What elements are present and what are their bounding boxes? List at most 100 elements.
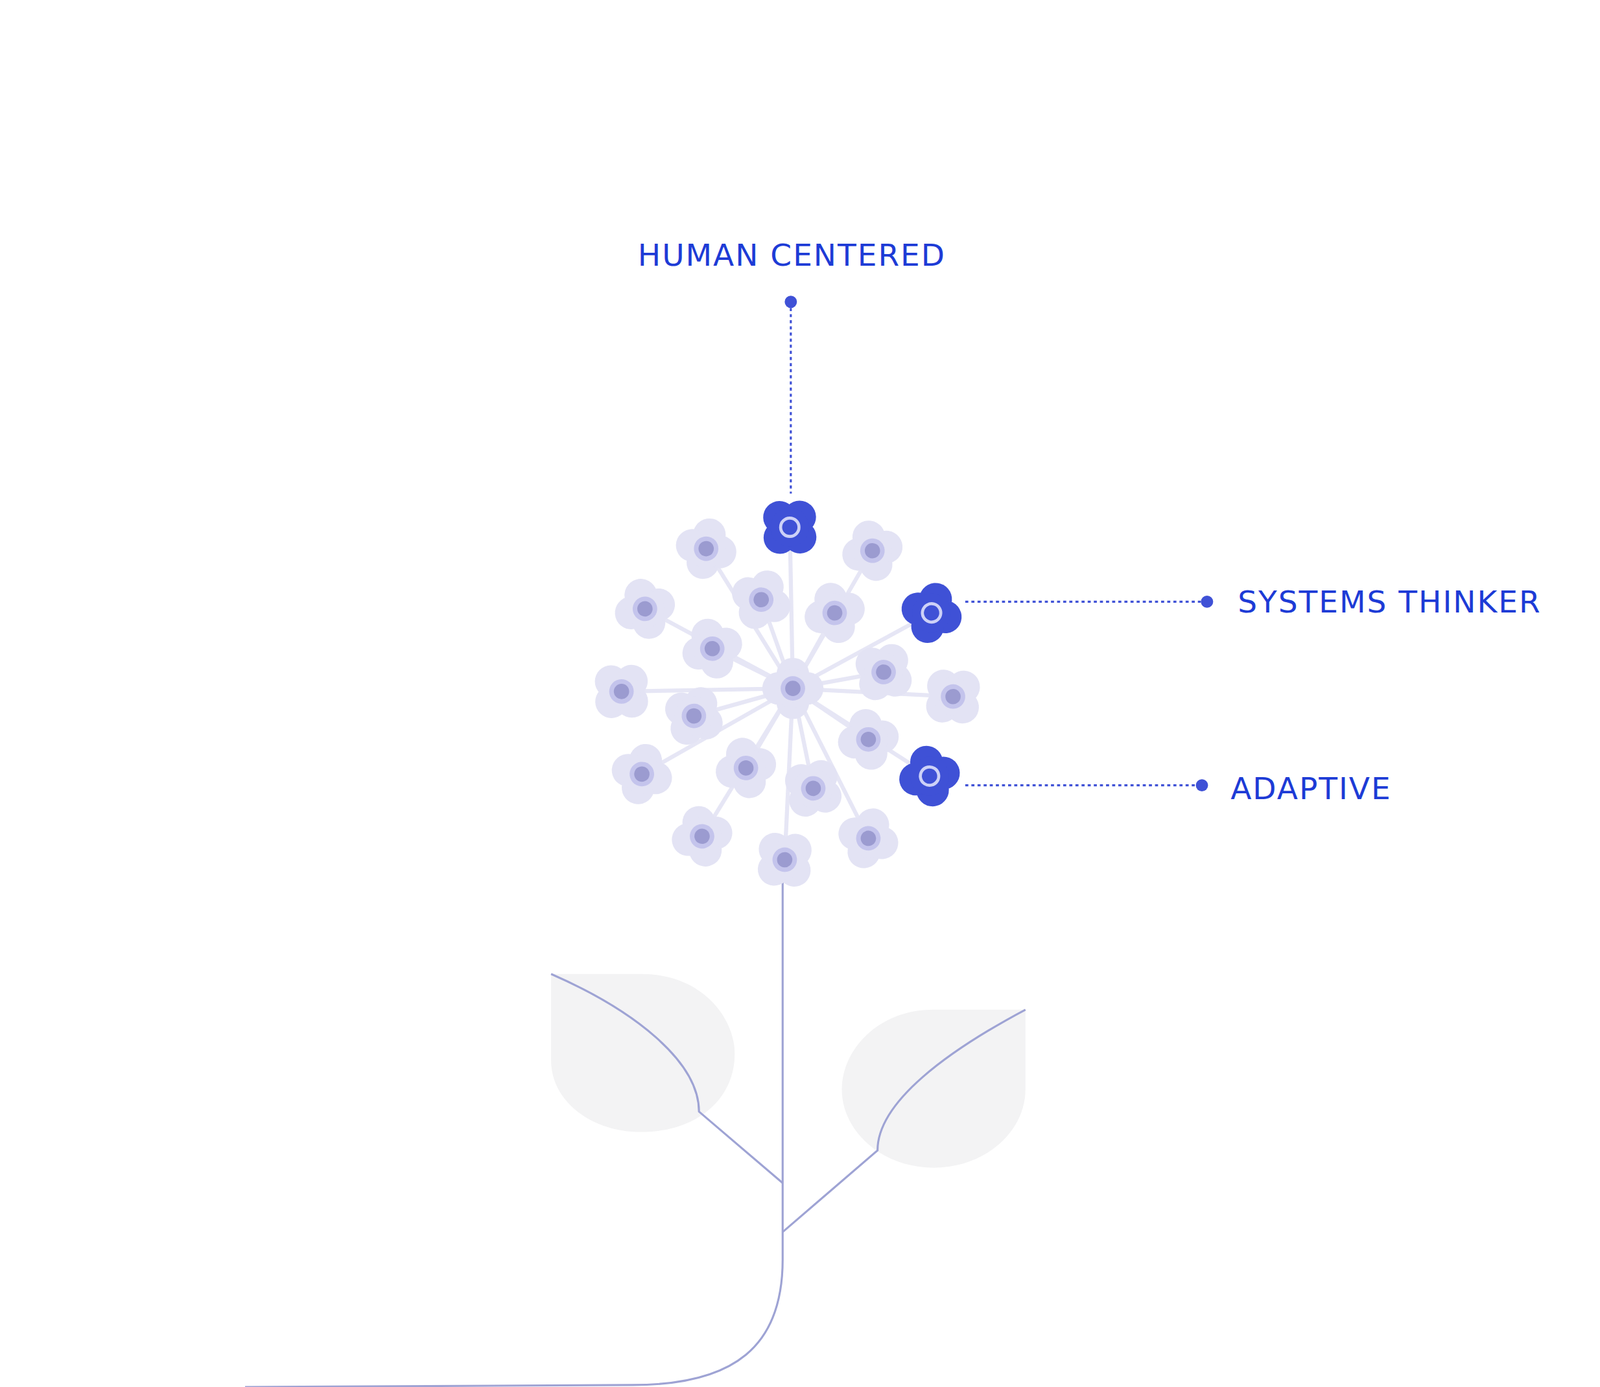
spokes	[621, 527, 953, 861]
floret-center	[785, 680, 801, 697]
floret	[835, 513, 911, 589]
floret-ring	[780, 676, 806, 701]
right-leaf	[842, 1010, 1026, 1169]
floret	[909, 653, 996, 740]
stem	[245, 882, 783, 1387]
floret	[652, 674, 736, 758]
floret	[720, 558, 802, 641]
highlighted-floret	[893, 739, 966, 813]
petal	[844, 814, 894, 864]
floret-ring	[629, 593, 660, 625]
petal	[722, 744, 770, 792]
floret-center	[859, 730, 878, 749]
floret-ring	[919, 601, 943, 625]
floret-ring	[935, 679, 970, 714]
callout-label: ADAPTIVE	[1230, 773, 1392, 804]
floret-center	[702, 639, 723, 659]
floret	[832, 703, 905, 776]
petal	[678, 812, 726, 860]
floret-ring	[853, 725, 883, 754]
petal	[907, 589, 956, 638]
petal	[848, 527, 896, 575]
floret-ring	[626, 759, 657, 789]
petal	[593, 664, 649, 720]
floret-center	[635, 599, 655, 619]
petal	[786, 761, 841, 816]
floret-center	[750, 589, 771, 611]
floret	[669, 512, 743, 586]
petal	[621, 584, 670, 633]
floret-ring	[857, 536, 888, 566]
floret-center	[696, 539, 716, 558]
floret	[796, 575, 873, 651]
floret	[606, 571, 684, 648]
floret-ring	[696, 633, 729, 665]
floret	[673, 610, 752, 688]
floret-ring	[604, 674, 639, 709]
floret-center	[941, 685, 964, 708]
floret-ring	[731, 753, 762, 784]
floret	[840, 629, 926, 715]
petal	[856, 645, 911, 699]
floret-ring	[687, 822, 718, 852]
petal	[773, 669, 813, 708]
floret	[762, 658, 824, 719]
floret-center	[873, 661, 895, 684]
floret	[829, 800, 907, 878]
petal	[757, 832, 812, 887]
floret-center	[683, 705, 705, 727]
floret	[770, 746, 856, 832]
floret-ring	[819, 597, 850, 629]
leader-dot	[1196, 779, 1209, 792]
petal	[925, 669, 981, 724]
floret-center	[858, 829, 879, 849]
floret-ring	[853, 823, 885, 855]
floret-center	[862, 541, 882, 561]
callout-label: SYSTEMS THINKER	[1237, 586, 1542, 618]
petal	[682, 525, 730, 573]
floret-ring	[744, 583, 778, 616]
floret-ring	[918, 765, 941, 788]
leader-dots	[784, 295, 1213, 792]
leader-dot	[1200, 595, 1213, 609]
petal	[906, 753, 953, 800]
petal	[617, 750, 666, 799]
petal	[667, 689, 721, 743]
callout-label: HUMAN CENTERED	[637, 239, 946, 271]
highlighted-floret	[893, 575, 970, 651]
floret-center	[736, 758, 756, 778]
highlighted-floret	[746, 484, 834, 571]
leader-line	[965, 600, 1208, 603]
floret-center	[802, 777, 824, 800]
leaves	[551, 974, 1026, 1233]
floret	[604, 736, 680, 812]
floret-center	[610, 680, 633, 703]
floret-ring	[767, 842, 802, 878]
floret	[741, 816, 828, 904]
leader-lines	[790, 302, 1208, 786]
floret-center	[632, 764, 652, 784]
floret	[665, 799, 740, 874]
floret-ring	[677, 699, 711, 733]
petal	[687, 624, 738, 674]
floret	[578, 648, 665, 735]
left-leaf	[551, 974, 735, 1133]
florets	[578, 484, 997, 904]
floret-ring	[866, 655, 902, 690]
leader-line	[789, 302, 792, 495]
petal	[811, 589, 859, 638]
floret-center	[774, 849, 796, 871]
leader-line	[965, 784, 1202, 787]
floret-ring	[796, 771, 830, 806]
petal	[762, 499, 818, 555]
left-leaf-vein	[551, 974, 783, 1184]
floret-ring	[691, 534, 721, 564]
leader-dot	[784, 295, 797, 308]
floret	[708, 730, 784, 806]
floret-ring	[776, 514, 803, 541]
floret-center	[825, 603, 845, 623]
right-leaf-vein	[782, 1010, 1026, 1233]
floret-center	[693, 827, 712, 846]
petal	[735, 573, 788, 626]
